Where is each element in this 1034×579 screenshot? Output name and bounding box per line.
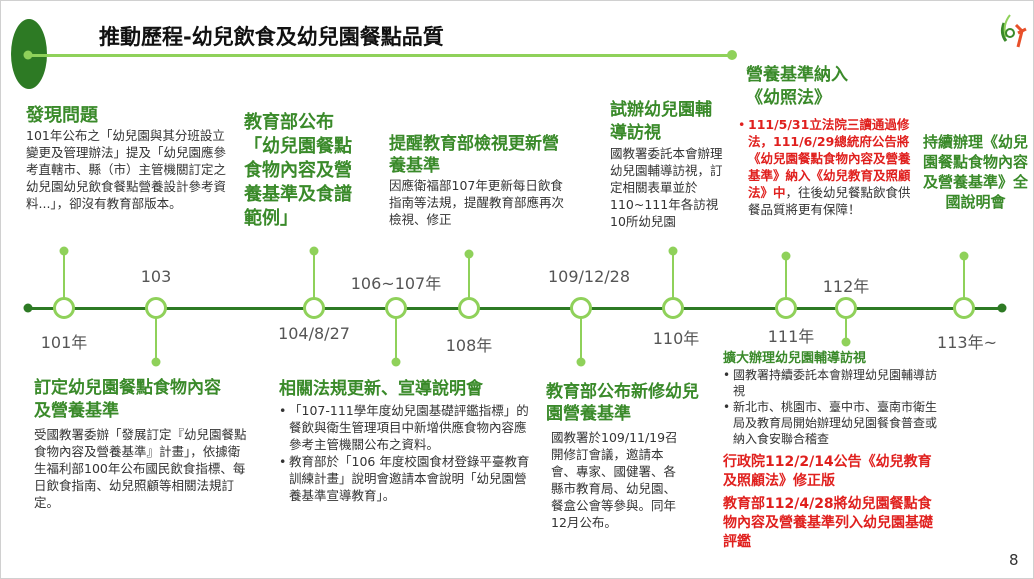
event-red-note: 教育部112/4/28將幼兒園餐點食物內容及營養基準列入幼兒園基礎評鑑 — [723, 495, 933, 550]
page-number: 8 — [1009, 551, 1019, 569]
timeline-node — [145, 297, 167, 319]
year-label: 106~107年 — [350, 274, 442, 293]
connector-dot — [959, 251, 969, 261]
timeline-start — [23, 303, 33, 313]
page-title: 推動歷程-幼兒飲食及幼兒園餐點品質 — [99, 25, 444, 49]
title-line-start — [23, 50, 33, 60]
connector — [963, 256, 965, 308]
connector-dot — [576, 357, 586, 367]
event-110: 試辦幼兒園輔導訪視 國教署委託本會辦理幼兒園輔導訪視，訂定相關表單並於110~1… — [610, 99, 728, 230]
timeline-node — [385, 297, 407, 319]
connector-dot — [781, 251, 791, 261]
year-label: 110年 — [652, 329, 700, 348]
event-body: 受國教署委辦「發展訂定『幼兒園餐點食物內容及營養基準』計畫」，依據衛生福利部10… — [34, 427, 247, 510]
connector-dot — [668, 246, 678, 256]
connector — [580, 308, 582, 362]
year-label: 103 — [140, 267, 172, 286]
title-line — [28, 54, 732, 57]
timeline-node — [303, 297, 325, 319]
connector-dot — [841, 337, 851, 347]
timeline-node — [53, 297, 75, 319]
event-title: 訂定幼兒園餐點食物內容及營養基準 — [34, 378, 221, 421]
connector — [845, 308, 847, 342]
event-title: 試辦幼兒園輔導訪視 — [610, 100, 712, 143]
connector-dot — [464, 249, 474, 259]
bullet-item: 新北市、桃園市、臺中市、臺南市衛生局及教育局開始辦理幼兒園餐食普查或納入食安聯合… — [723, 399, 943, 447]
year-label: 109/12/28 — [547, 267, 631, 286]
event-111: 營養基準納入《幼照法》 •111/5/31立法院三讀通過修法，111/6/29總… — [738, 64, 918, 218]
event-body: 國教署委託本會辦理幼兒園輔導訪視，訂定相關表單並於110~111年各訪視10所幼… — [610, 146, 723, 229]
connector — [468, 254, 470, 308]
connector — [785, 256, 787, 308]
connector-dot — [309, 246, 319, 256]
bullet-list: 國教署持續委託本會辦理幼兒園輔導訪視 新北市、桃園市、臺中市、臺南市衛生局及教育… — [723, 367, 943, 447]
event-106-107: 相關法規更新、宣導說明會 「107-111學年度幼兒園基礎評鑑指標」的餐飲與衛生… — [279, 379, 534, 504]
timeline-axis — [28, 307, 1002, 310]
bullet-item: 教育部於「106 年度校園食材登錄平臺教育訓練計畫」說明會邀請本會說明「幼兒園營… — [279, 453, 534, 504]
event-red-note: 行政院112/2/14公告《幼兒教育及照顧法》修正版 — [723, 453, 932, 489]
event-108: 提醒教育部檢視更新營養基準 因應衛福部107年更新每日飲食指南等法規，提醒教育部… — [389, 133, 574, 228]
timeline-node — [835, 297, 857, 319]
event-body: 101年公布之「幼兒園與其分班設立變更及管理辦法」提及「幼兒園應參考直轄市、縣（… — [26, 127, 227, 211]
timeline-node — [775, 297, 797, 319]
year-label: 111年 — [767, 327, 815, 346]
event-title: 營養基準納入《幼照法》 — [746, 65, 848, 108]
connector — [395, 308, 397, 362]
year-label: 101年 — [40, 333, 88, 352]
event-body: •111/5/31立法院三讀通過修法，111/6/29總統府公告將《幼兒園餐點食… — [738, 117, 911, 217]
connector — [63, 251, 65, 308]
event-title: 相關法規更新、宣導說明會 — [279, 379, 483, 399]
event-body: 國教署於109/11/19召開修訂會議，邀請本會、專家、國健署、各縣市教育局、幼… — [551, 430, 678, 530]
event-104: 教育部公布「幼兒園餐點食物內容及營養基準及食譜範例」 — [244, 111, 369, 231]
event-title: 教育部公布「幼兒園餐點食物內容及營養基準及食譜範例」 — [244, 112, 352, 229]
event-103: 訂定幼兒園餐點食物內容及營養基準 受國教署委辦「發展訂定『幼兒園餐點食物內容及營… — [34, 377, 249, 511]
timeline-node — [662, 297, 684, 319]
event-title: 教育部公布新修幼兒園營養基準 — [546, 382, 699, 424]
event-red-text: 111/5/31立法院三讀通過修法，111/6/29總統府公告將《幼兒園餐點食物… — [748, 117, 911, 200]
bullet-item: 「107-111學年度幼兒園基礎評鑑指標」的餐飲與衛生管理項目中新增供應食物內容… — [279, 402, 534, 453]
event-101: 發現問題 101年公布之「幼兒園與其分班設立變更及管理辦法」提及「幼兒園應參考直… — [26, 105, 236, 212]
timeline-node — [953, 297, 975, 319]
event-title: 提醒教育部檢視更新營養基準 — [389, 134, 559, 176]
logo-icon — [1000, 14, 1027, 48]
year-label: 113年~ — [937, 333, 997, 352]
timeline-node — [458, 297, 480, 319]
bullet-item: 國教署持續委託本會辦理幼兒園輔導訪視 — [723, 367, 943, 399]
event-title: 持續辦理《幼兒園餐點食物內容及營養基準》全國說明會 — [923, 133, 1029, 211]
year-label: 104/8/27 — [278, 324, 350, 343]
connector-dot — [391, 357, 401, 367]
connector — [672, 251, 674, 308]
timeline-end — [997, 303, 1007, 313]
year-label: 112年 — [822, 277, 870, 296]
event-112: 擴大辦理幼兒園輔導訪視 國教署持續委託本會辦理幼兒園輔導訪視 新北市、桃園市、臺… — [723, 351, 943, 552]
bullet-list: 「107-111學年度幼兒園基礎評鑑指標」的餐飲與衛生管理項目中新增供應食物內容… — [279, 402, 534, 504]
connector — [155, 308, 157, 362]
event-title: 擴大辦理幼兒園輔導訪視 — [723, 351, 867, 366]
event-body-text: ，往後幼兒餐點飲食供餐品質將更有保障！ — [748, 185, 911, 217]
connector-dot — [59, 246, 69, 256]
event-113: 持續辦理《幼兒園餐點食物內容及營養基準》全國說明會 — [923, 132, 1028, 212]
event-title: 發現問題 — [26, 105, 98, 126]
event-body: 因應衛福部107年更新每日飲食指南等法規，提醒教育部應再次檢視、修正 — [389, 178, 565, 227]
connector — [313, 251, 315, 308]
event-109: 教育部公布新修幼兒園營養基準 國教署於109/11/19召開修訂會議，邀請本會、… — [546, 381, 711, 531]
timeline-node — [570, 297, 592, 319]
title-line-end — [727, 50, 737, 60]
connector-dot — [151, 357, 161, 367]
year-label: 108年 — [445, 336, 493, 355]
